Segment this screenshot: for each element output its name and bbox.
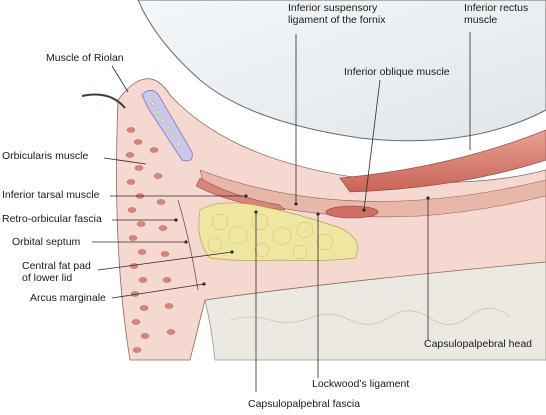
leader-lines [92, 32, 471, 392]
orbital-septum-line [177, 199, 199, 291]
label-inferior-tarsal-muscle: Inferior tarsal muscle [2, 189, 100, 201]
leader-central-fat-pad [97, 251, 233, 271]
inferior-rectus-muscle [339, 129, 546, 193]
label-capsulopalpebral-fascia: Capsulopalpebral fascia [248, 398, 361, 410]
capsulopalpebral-band [199, 169, 546, 218]
fat-lobules [207, 213, 334, 260]
label-arcus-marginale: Arcus marginale [30, 292, 106, 304]
label-lockwoods-ligament: Lockwood’s ligament [312, 378, 410, 390]
label-central-fat-pad: Central fat pad of lower lid [22, 260, 91, 284]
leader-arcus-marginale [111, 283, 205, 299]
tarsus [141, 89, 193, 162]
leader-dots [174, 194, 430, 286]
label-inferior-oblique-muscle: Inferior oblique muscle [344, 66, 450, 78]
inferior-tarsal-muscle [195, 177, 286, 211]
label-inferior-rectus-muscle: Inferior rectus muscle [464, 2, 529, 26]
globe [137, 0, 546, 142]
leader-muscle-of-riolan [111, 65, 129, 93]
label-orbital-septum: Orbital septum [12, 236, 81, 248]
eyelash [81, 93, 126, 109]
bone-texture [229, 307, 511, 325]
label-retro-orbicular-fascia: Retro-orbicular fascia [2, 213, 102, 225]
inferior-oblique-muscle [325, 205, 379, 219]
leader-inferior-oblique [363, 79, 381, 211]
leader-orbicularis [103, 157, 147, 165]
label-orbicularis-muscle: Orbicularis muscle [2, 150, 89, 162]
tarsal-glands [151, 102, 180, 146]
label-inferior-suspensory-ligament: Inferior suspensory ligament of the forn… [288, 2, 386, 26]
label-capsulopalpebral-head: Capsulopalpebral head [424, 338, 532, 350]
label-muscle-of-riolan: Muscle of Riolan [46, 52, 124, 64]
